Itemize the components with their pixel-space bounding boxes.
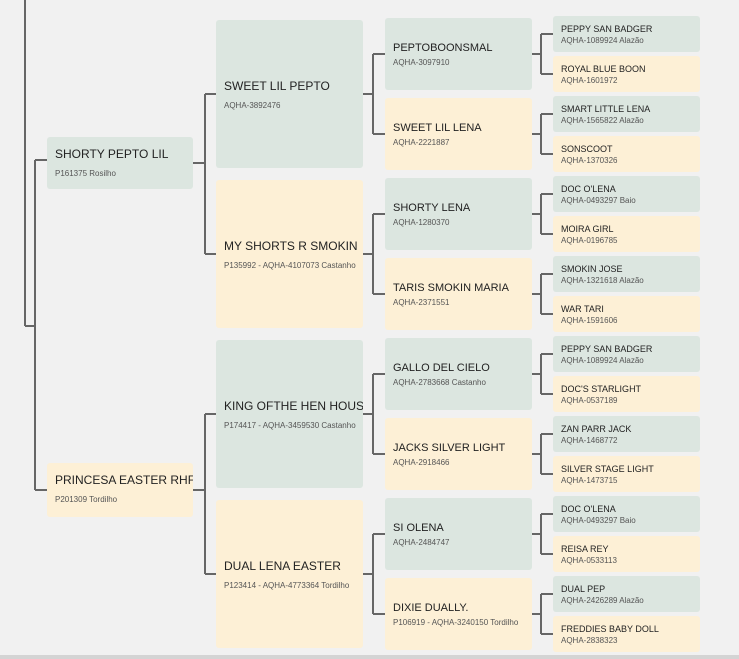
horse-registration: AQHA-2484747 (393, 537, 450, 547)
horse-name: DOC'S STARLIGHT (561, 383, 642, 394)
horse-node-gen3-sire[interactable]: SHORTY LENA AQHA-1280370 (385, 178, 532, 250)
horse-registration: AQHA-1370326 (561, 155, 618, 165)
horse-registration: AQHA-1280370 (393, 217, 450, 227)
horse-registration: AQHA-0196785 (561, 235, 618, 245)
horse-name: SWEET LIL PEPTO (224, 78, 330, 93)
horse-name: SI OLENA (393, 521, 444, 534)
horse-registration: AQHA-0533113 (561, 555, 617, 565)
horse-name: SHORTY LENA (393, 201, 471, 214)
horse-registration: AQHA-2426289 Alazão (561, 595, 644, 605)
horse-name: GALLO DEL CIELO (393, 361, 490, 374)
horse-node-gen1-dam[interactable]: PRINCESA EASTER RHF P201309 Tordilho (47, 463, 193, 517)
horse-registration: AQHA-2371551 (393, 297, 450, 307)
horse-name: PEPPY SAN BADGER (561, 23, 653, 34)
horse-name: WAR TARI (561, 303, 604, 314)
horse-registration: AQHA-1468772 (561, 435, 618, 445)
horse-name: REISA REY (561, 543, 609, 554)
horse-name: SILVER STAGE LIGHT (561, 463, 654, 474)
horse-name: DIXIE DUALLY. (393, 601, 469, 614)
horse-name: SMART LITTLE LENA (561, 103, 651, 114)
horse-node-gen2-sire[interactable]: SWEET LIL PEPTO AQHA-3892476 (216, 20, 363, 168)
horse-name: PEPTOBOONSMAL (393, 41, 493, 54)
horse-registration: AQHA-1321618 Alazão (561, 275, 644, 285)
horse-node-gen2-dam[interactable]: DUAL LENA EASTER P123414 - AQHA-4773364 T… (216, 500, 363, 648)
horse-registration: AQHA-1565822 Alazão (561, 115, 644, 125)
horse-registration: AQHA-2221887 (393, 137, 450, 147)
horse-registration: AQHA-1591606 (561, 315, 618, 325)
horse-registration: AQHA-2918466 (393, 457, 450, 467)
horse-node-gen3-sire[interactable]: PEPTOBOONSMAL AQHA-3097910 (385, 18, 532, 90)
horse-node-gen1-sire[interactable]: SHORTY PEPTO LIL P161375 Rosilho (47, 137, 193, 189)
horse-name: PEPPY SAN BADGER (561, 343, 653, 354)
horse-name: MOIRA GIRL (561, 223, 614, 234)
horse-registration: AQHA-0537189 (561, 395, 618, 405)
horse-node-gen3-sire[interactable]: GALLO DEL CIELO AQHA-2783668 Castanho (385, 338, 532, 410)
horizontal-scrollbar[interactable] (0, 655, 739, 659)
horse-registration: AQHA-2838323 (561, 635, 618, 645)
horse-registration: AQHA-0493297 Baio (561, 195, 636, 205)
horse-name: JACKS SILVER LIGHT (393, 441, 506, 454)
horse-name: ZAN PARR JACK (561, 423, 632, 434)
horse-name: DUAL LENA EASTER (224, 558, 341, 573)
horse-registration: AQHA-1601972 (561, 75, 618, 85)
horse-name: FREDDIES BABY DOLL (561, 623, 659, 634)
horse-node-gen3-dam[interactable]: SWEET LIL LENA AQHA-2221887 (385, 98, 532, 170)
horse-registration: P201309 Tordilho (55, 495, 118, 504)
horse-registration: P135992 - AQHA-4107073 Castanho (224, 260, 356, 270)
horse-name: ROYAL BLUE BOON (561, 63, 646, 74)
horse-registration: P161375 Rosilho (55, 169, 116, 178)
horse-name: PRINCESA EASTER RHF (55, 473, 193, 487)
horse-name: SHORTY PEPTO LIL (55, 147, 169, 161)
horse-node-gen3-sire[interactable]: SI OLENA AQHA-2484747 (385, 498, 532, 570)
horse-registration: P106919 - AQHA-3240150 Tordilho (393, 617, 519, 627)
horse-node-gen2-dam[interactable]: MY SHORTS R SMOKIN P135992 - AQHA-4107073… (216, 180, 363, 328)
horse-registration: P123414 - AQHA-4773364 Tordilho (224, 580, 350, 590)
horse-node-gen3-dam[interactable]: TARIS SMOKIN MARIA AQHA-2371551 (385, 258, 532, 330)
horse-name: MY SHORTS R SMOKIN (224, 238, 358, 253)
horse-name: TARIS SMOKIN MARIA (393, 281, 509, 294)
horse-name: KING OFTHE HEN HOUSE (224, 398, 363, 413)
horse-name: DOC O'LENA (561, 183, 616, 194)
horse-registration: AQHA-1089924 Alazão (561, 355, 644, 365)
horse-name: SWEET LIL LENA (393, 121, 482, 134)
horse-node-gen3-dam[interactable]: JACKS SILVER LIGHT AQHA-2918466 (385, 418, 532, 490)
horse-registration: AQHA-3892476 (224, 100, 281, 110)
horse-node-gen2-sire[interactable]: KING OFTHE HEN HOUSE P174417 - AQHA-34595… (216, 340, 363, 488)
horse-registration: AQHA-1089924 Alazão (561, 35, 644, 45)
horse-registration: AQHA-2783668 Castanho (393, 377, 486, 387)
horse-registration: P174417 - AQHA-3459530 Castanho (224, 420, 356, 430)
horse-name: SMOKIN JOSE (561, 263, 623, 274)
horse-name: SONSCOOT (561, 143, 613, 154)
horse-registration: AQHA-0493297 Baio (561, 515, 636, 525)
horse-registration: AQHA-1473715 (561, 475, 618, 485)
horse-name: DUAL PEP (561, 583, 606, 594)
horse-node-gen3-dam[interactable]: DIXIE DUALLY. P106919 - AQHA-3240150 Tord… (385, 578, 532, 650)
horse-registration: AQHA-3097910 (393, 57, 450, 67)
horse-name: DOC O'LENA (561, 503, 616, 514)
